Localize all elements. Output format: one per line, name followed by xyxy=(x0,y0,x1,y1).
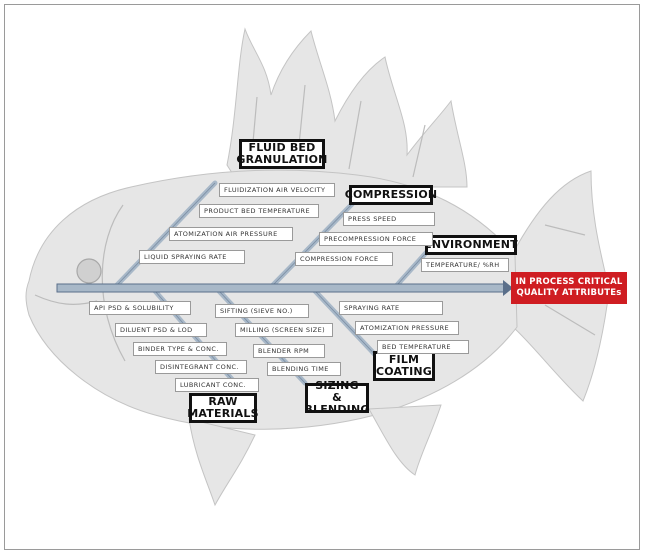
spine-arrowhead xyxy=(503,280,513,296)
anal-fin xyxy=(368,404,442,476)
category-label: BLENDING xyxy=(304,403,370,416)
cause-sifting-sieve-no: SIFTING (SIEVE NO.) xyxy=(215,304,309,318)
cause-bed-temperature: BED TEMPERATURE xyxy=(377,340,469,354)
cause-atomization-pressure: ATOMIZATION PRESSURE xyxy=(355,321,459,335)
cause-binder-type-conc: BINDER TYPE & CONC. xyxy=(133,342,227,356)
category-label: RAW xyxy=(208,395,238,408)
category-compression: COMPRESSION xyxy=(345,185,437,205)
effect-box: IN PROCESS CRITICAL QUALITY ATTRIBUTEs xyxy=(511,272,627,304)
pelvic-fin xyxy=(188,418,256,507)
cause-milling-screen-size: MILLING (SCREEN SIZE) xyxy=(235,323,333,337)
category-fluid-bed-granulation: FLUID BED GRANULATION xyxy=(236,139,328,169)
cause-fluidization-air-velocity: FLUIDIZATION AIR VELOCITY xyxy=(219,183,335,197)
category-label: COMPRESSION xyxy=(344,188,438,201)
cause-disintegrant-conc: DISINTEGRANT CONC. xyxy=(155,360,247,374)
cause-precompression-force: PRECOMPRESSION FORCE xyxy=(319,232,433,246)
category-label: COATING xyxy=(375,365,433,378)
spine xyxy=(56,280,513,296)
category-label: FLUID BED xyxy=(248,141,316,154)
cause-product-bed-temperature: PRODUCT BED TEMPERATURE xyxy=(199,204,319,218)
category-label: MATERIALS xyxy=(187,407,259,420)
cause-press-speed: PRESS SPEED xyxy=(343,212,435,226)
category-label: FILM xyxy=(388,353,420,366)
category-film-coating: FILM COATING xyxy=(373,351,435,381)
category-environment: ENVIRONMENT xyxy=(424,235,518,255)
category-sizing-blending: SIZING & BLENDING xyxy=(304,379,370,416)
category-raw-materials: RAW MATERIALS xyxy=(187,393,259,423)
cause-liquid-spraying-rate: LIQUID SPRAYING RATE xyxy=(139,250,245,264)
cause-lubricant-conc: LUBRICANT CONC. xyxy=(175,378,259,392)
cause-atomization-air-pressure: ATOMIZATION AIR PRESSURE xyxy=(169,227,293,241)
diagram-frame: IN PROCESS CRITICAL QUALITY ATTRIBUTEs F… xyxy=(4,4,640,550)
fish-silhouette xyxy=(25,27,610,507)
category-label: GRANULATION xyxy=(236,153,328,166)
cause-blender-rpm: BLENDER RPM xyxy=(253,344,325,358)
cause-diluent-psd-lod: DILUENT PSD & LOD xyxy=(115,323,207,337)
effect-line-1: IN PROCESS CRITICAL xyxy=(515,277,623,287)
cause-api-psd-solubility: API PSD & SOLUBILITY xyxy=(89,301,191,315)
category-label: SIZING & xyxy=(315,379,359,404)
cause-spraying-rate: SPRAYING RATE xyxy=(339,301,443,315)
category-label: ENVIRONMENT xyxy=(424,238,518,251)
cause-temperature-rh: TEMPERATURE/ %RH xyxy=(421,258,509,272)
fish-eye xyxy=(76,258,102,284)
cause-compression-force: COMPRESSION FORCE xyxy=(295,252,393,266)
cause-blending-time: BLENDING TIME xyxy=(267,362,341,376)
effect-line-2: QUALITY ATTRIBUTEs xyxy=(516,288,622,298)
